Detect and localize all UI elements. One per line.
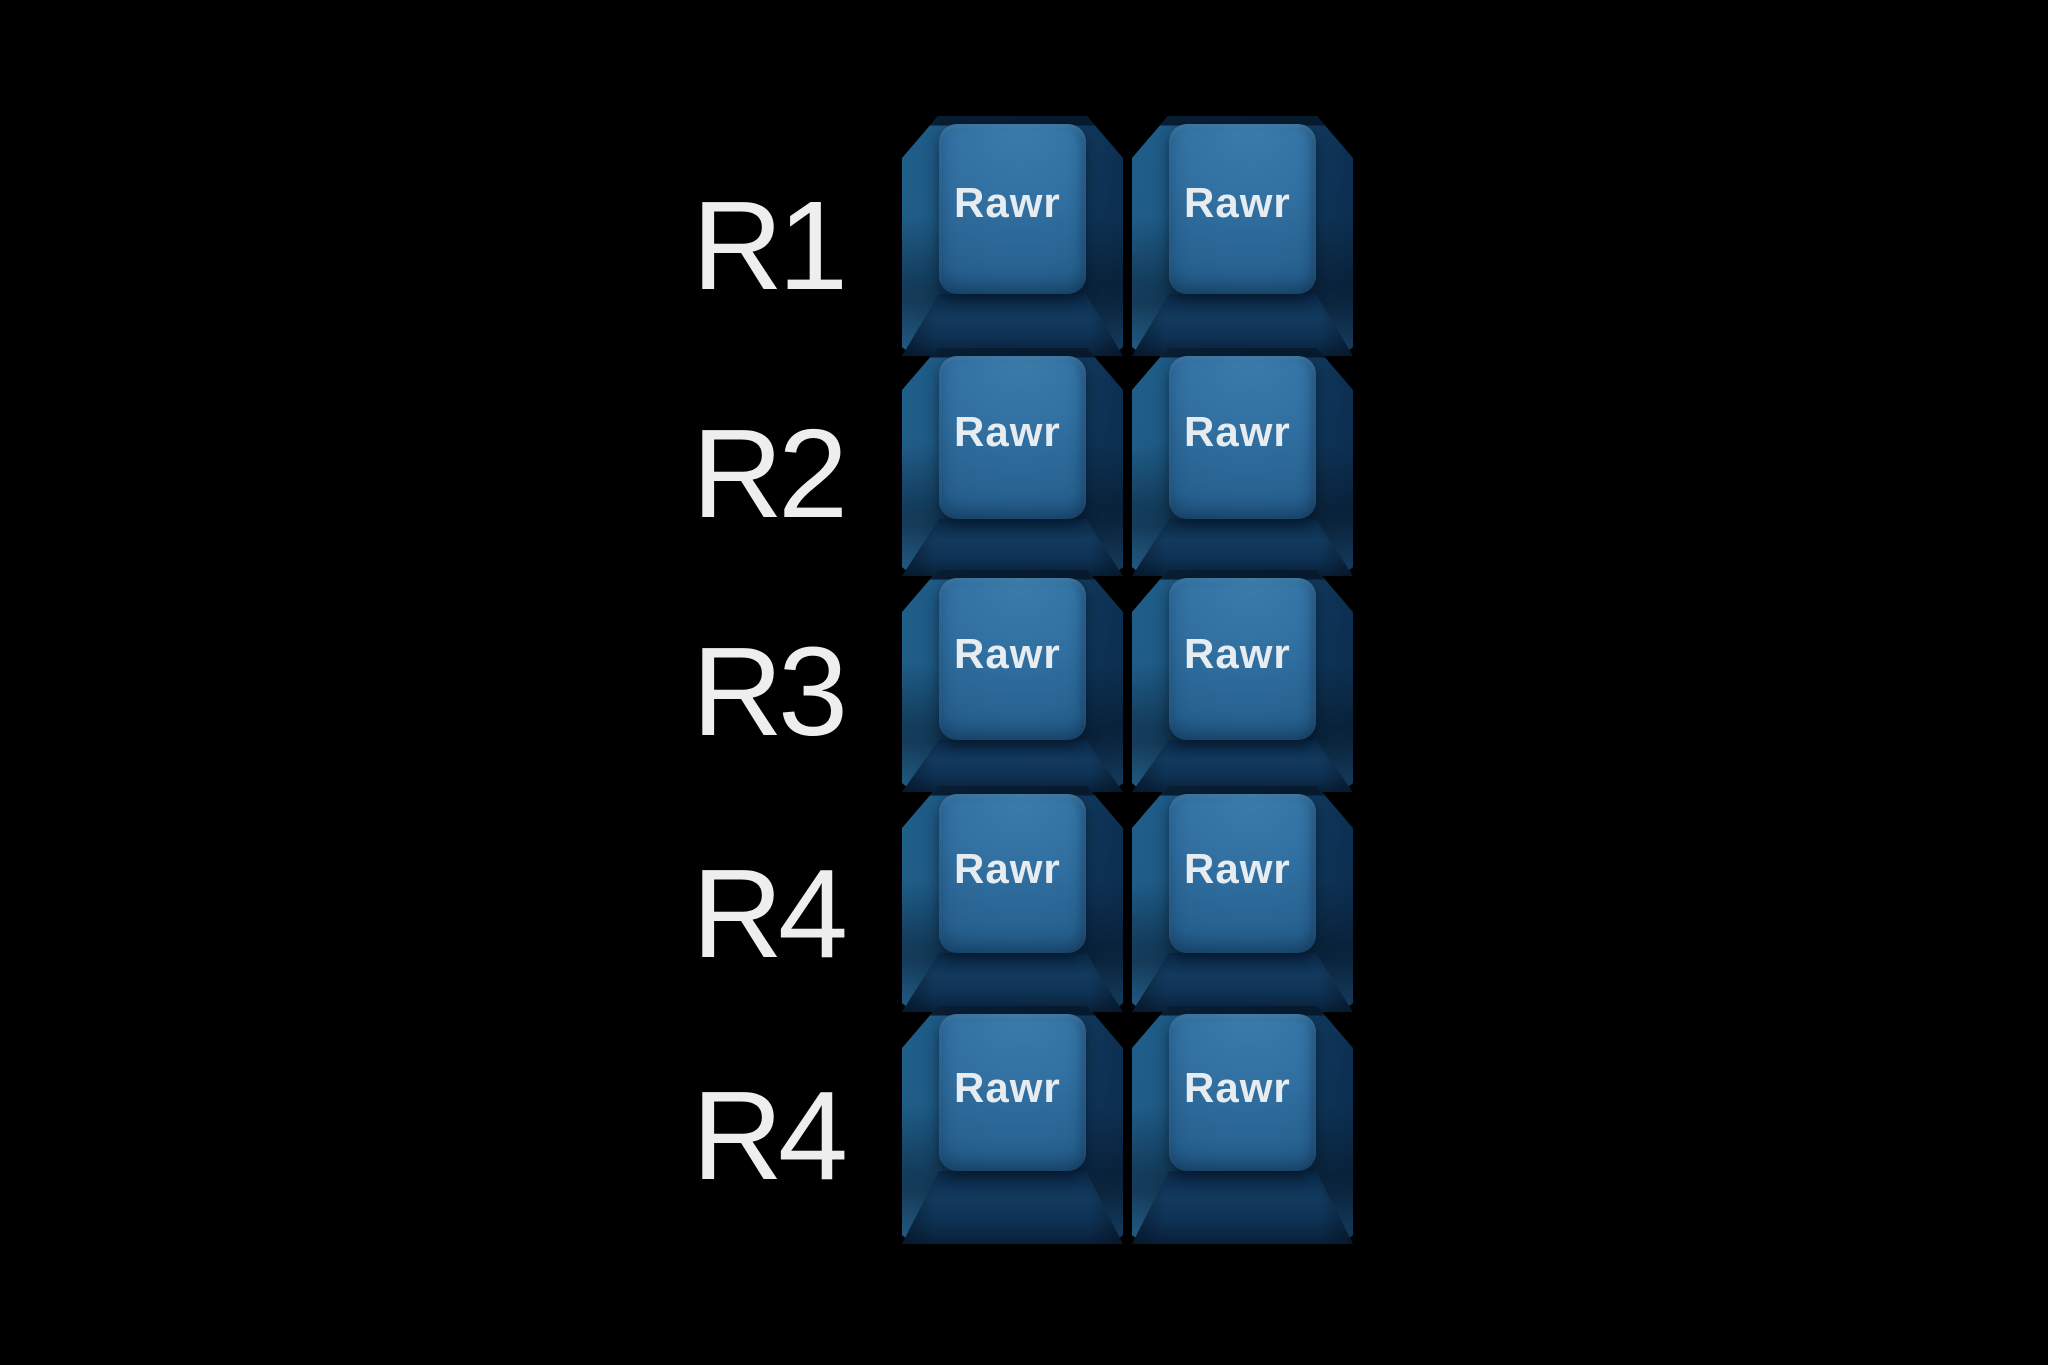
keycap-legend: Rawr (1184, 630, 1291, 678)
keycap-skirt (902, 953, 1123, 1012)
keycap-row4-col2: Rawr (1132, 786, 1353, 1012)
keycap-skirt (1132, 953, 1353, 1012)
keycap-legend: Rawr (954, 178, 1061, 226)
keycap-row3-col2: Rawr (1132, 570, 1353, 792)
keycap-top-face: Rawr (1169, 356, 1316, 519)
keycap-top-face: Rawr (939, 356, 1086, 519)
row-label-r2: R2 (692, 403, 848, 544)
keycap-legend: Rawr (954, 630, 1061, 678)
keycap-legend: Rawr (1184, 1064, 1291, 1112)
keycap-skirt (1132, 1171, 1353, 1244)
keycap-top-face: Rawr (939, 1014, 1086, 1171)
keycap-legend: Rawr (1184, 178, 1291, 226)
keycap-legend: Rawr (1184, 845, 1291, 893)
keycap-skirt (1132, 519, 1353, 576)
keycap-legend: Rawr (954, 408, 1061, 456)
keycap-top-face: Rawr (939, 794, 1086, 953)
keycap-legend: Rawr (954, 845, 1061, 893)
keycap-top-face: Rawr (939, 578, 1086, 740)
keycap-row4-col1: Rawr (902, 786, 1123, 1012)
keycap-skirt (902, 740, 1123, 792)
row-label-r3: R3 (692, 621, 848, 762)
keycap-top-face: Rawr (1169, 578, 1316, 740)
keycap-row5-col2: Rawr (1132, 1006, 1353, 1244)
row-label-r4: R4 (692, 843, 848, 984)
keycap-row1-col2: Rawr (1132, 116, 1353, 356)
keycap-row2-col2: Rawr (1132, 348, 1353, 576)
keycap-skirt (902, 519, 1123, 576)
keycap-skirt (1132, 740, 1353, 792)
keycap-row5-col1: Rawr (902, 1006, 1123, 1244)
row-label-r1: R1 (692, 175, 848, 316)
keycap-top-face: Rawr (1169, 124, 1316, 294)
keycap-top-face: Rawr (1169, 1014, 1316, 1171)
keycap-top-face: Rawr (1169, 794, 1316, 953)
keycap-skirt (1132, 294, 1353, 356)
keycap-legend: Rawr (954, 1064, 1061, 1112)
keycap-top-face: Rawr (939, 124, 1086, 294)
row-label-r4-bottom: R4 (692, 1065, 848, 1206)
keycap-skirt (902, 1171, 1123, 1244)
keycap-skirt (902, 294, 1123, 356)
keycap-row2-col1: Rawr (902, 348, 1123, 576)
keycap-row1-col1: Rawr (902, 116, 1123, 356)
keycap-row3-col1: Rawr (902, 570, 1123, 792)
keycap-legend: Rawr (1184, 408, 1291, 456)
